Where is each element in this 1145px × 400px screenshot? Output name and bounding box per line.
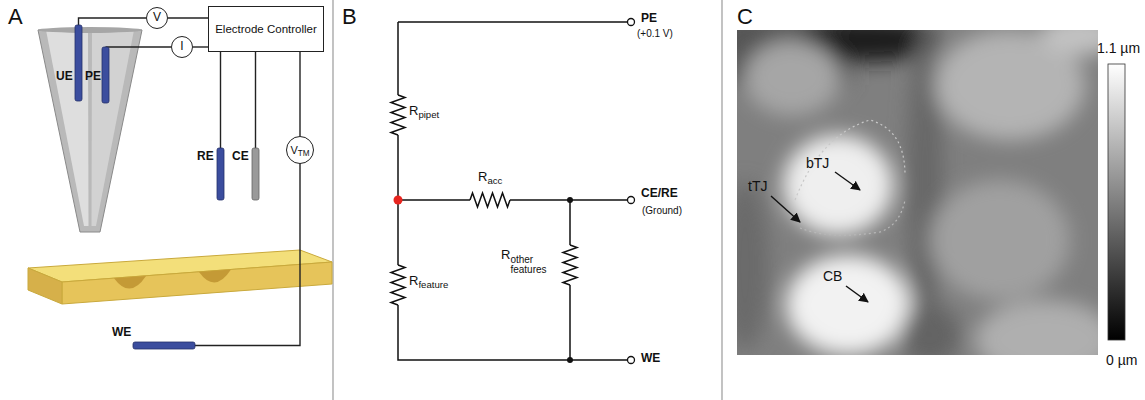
resistor-symbol <box>470 193 510 207</box>
junction-dot <box>567 357 573 363</box>
voltmeter-circle: V <box>146 7 168 29</box>
afm-topography <box>737 30 1098 355</box>
wire <box>398 21 628 23</box>
electrode-rod <box>75 25 82 101</box>
pipette-body <box>38 30 142 232</box>
subscript: feature <box>418 279 448 290</box>
subscript: acc <box>487 175 502 186</box>
pipette-barrel <box>92 30 135 226</box>
junction-dot <box>394 196 403 205</box>
pipette-rim <box>38 27 142 33</box>
feature-label: bTJ <box>806 155 829 171</box>
electrode-rod <box>252 148 259 200</box>
height-scale-bar <box>1108 64 1125 340</box>
wire <box>398 199 470 201</box>
terminal-label: CE/RE <box>641 187 678 201</box>
electrode-label: CE <box>232 150 249 164</box>
subscript: TM <box>298 149 310 158</box>
junction-dot <box>567 197 573 203</box>
wire <box>569 285 571 360</box>
ammeter-circle: I <box>171 36 193 58</box>
resistor-symbol <box>391 265 405 305</box>
afm-cell <box>975 300 1098 355</box>
wire <box>195 163 300 346</box>
leader-arrow <box>846 286 868 302</box>
wire <box>398 305 628 360</box>
wire <box>397 22 399 95</box>
panel-divider <box>332 0 333 400</box>
substrate-front <box>62 262 332 304</box>
terminal-note: (+0.1 V) <box>637 28 673 40</box>
panel-letter: B <box>342 4 357 29</box>
wire-connector <box>168 17 208 18</box>
panel-divider <box>721 0 722 400</box>
wire-connector <box>299 52 300 136</box>
afm-region <box>900 305 960 355</box>
electrode-label: UE <box>56 70 73 84</box>
wire-connector <box>193 46 208 47</box>
wire <box>106 46 172 47</box>
panel-letter: A <box>8 4 23 29</box>
circuit <box>391 22 628 360</box>
scale-label: 0 µm <box>1106 352 1137 368</box>
resistor-symbol <box>563 245 577 285</box>
panel-letter: C <box>737 4 753 29</box>
feature-label: tTJ <box>748 178 767 194</box>
afm-cell <box>786 255 910 355</box>
substrate-pit <box>114 276 146 289</box>
electrode-rod <box>217 148 224 200</box>
controller-box: Electrode Controller <box>208 6 324 52</box>
node-text: I <box>180 40 183 53</box>
electrode-label: RE <box>197 150 214 164</box>
leader-arrow <box>771 196 800 222</box>
subscript: pipet <box>418 109 439 120</box>
resistor-label: Rother features <box>501 248 556 276</box>
leader-arrow <box>835 172 860 190</box>
terminal <box>628 357 635 364</box>
resistor-symbol <box>391 95 405 135</box>
terminal-note: (Ground) <box>642 205 682 217</box>
terminal <box>628 19 635 26</box>
electrode-rod <box>133 342 195 349</box>
afm-cell <box>930 180 1070 300</box>
resistor-label: Rpipet <box>409 104 439 119</box>
wire <box>79 18 147 25</box>
node-text: Electrode Controller <box>215 23 317 36</box>
wire <box>255 52 256 148</box>
electrode-label: WE <box>112 326 131 340</box>
resistor-label: Racc <box>478 170 502 185</box>
resistor-label: Rfeature <box>409 274 448 289</box>
cell-boundary <box>800 200 905 235</box>
afm-image <box>737 30 1098 355</box>
voltmeter-circle: VTM <box>286 136 314 164</box>
substrate-pit <box>199 270 231 283</box>
electrode-rod <box>102 47 109 103</box>
terminal <box>628 197 635 204</box>
wire <box>220 52 221 148</box>
cell-boundary <box>795 120 905 200</box>
substrate-side <box>28 268 62 304</box>
afm-cell <box>744 40 840 116</box>
terminal-label: WE <box>641 352 660 366</box>
afm-region <box>737 180 769 350</box>
node-text: V <box>153 11 161 24</box>
wire <box>569 200 571 245</box>
node-text: VTM <box>290 144 309 156</box>
feature-label: CB <box>823 268 842 284</box>
afm-cell <box>1040 30 1098 55</box>
subscript: other features <box>510 255 556 276</box>
afm-cell <box>783 135 893 235</box>
scale-label: 1.1 µm <box>1097 40 1140 56</box>
electrode-label: PE <box>85 70 101 84</box>
terminal-label: PE <box>641 12 657 26</box>
